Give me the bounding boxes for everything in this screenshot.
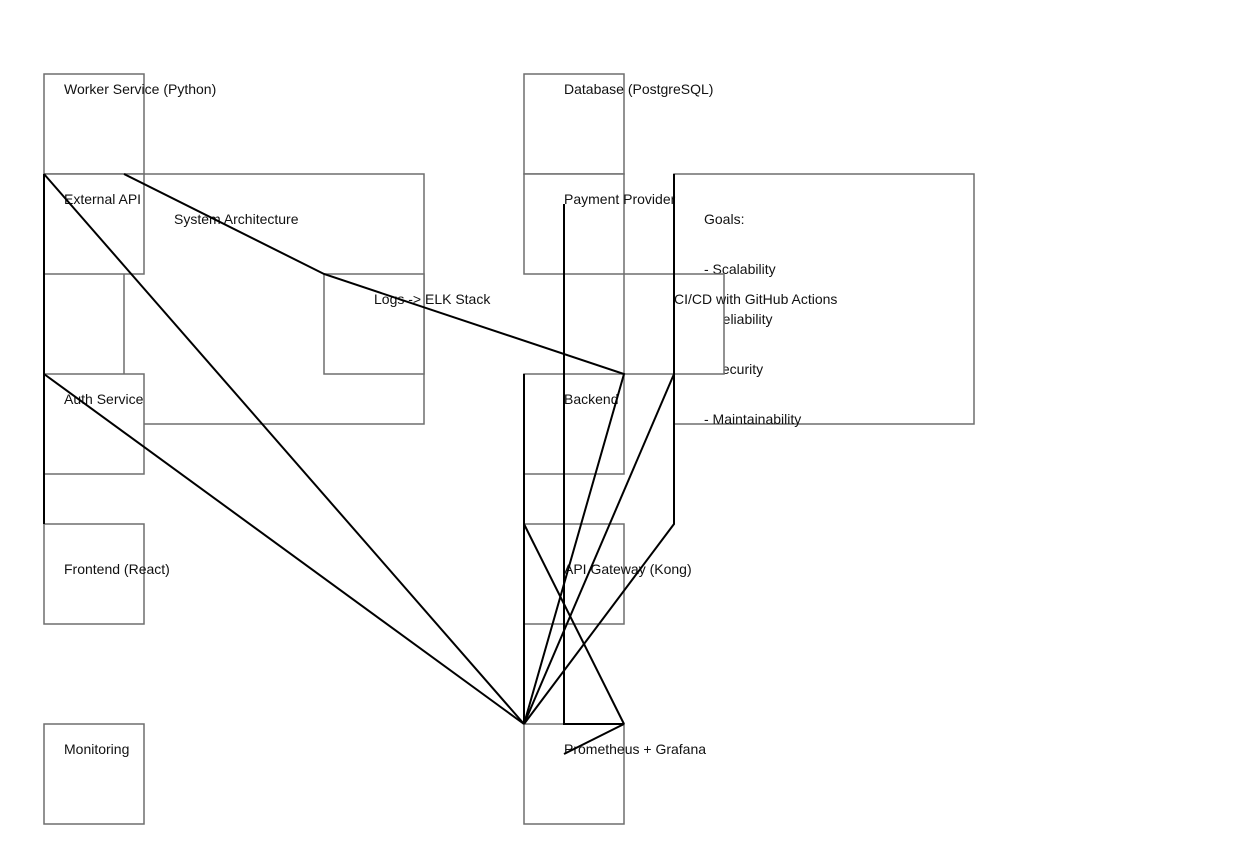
node-box <box>43 523 145 625</box>
node-label: CI/CD with GitHub Actions <box>674 291 837 307</box>
node-label: System Architecture <box>174 211 299 227</box>
edge[interactable] <box>43 173 525 725</box>
node-label: Logs -> ELK Stack <box>374 291 491 307</box>
node-box <box>43 173 145 275</box>
node-label: Auth Service <box>64 391 144 407</box>
node-prometheus-grafana[interactable]: Prometheus + Grafana <box>523 723 706 825</box>
node-label: Payment Provider <box>564 191 676 207</box>
node-worker-service[interactable]: Worker Service (Python) <box>43 73 216 175</box>
node-box <box>43 723 145 825</box>
node-label: Frontend (React) <box>64 561 170 577</box>
node-label: API Gateway (Kong) <box>564 561 692 577</box>
node-logs-elk[interactable]: Logs -> ELK Stack <box>323 273 491 375</box>
node-payment-provider[interactable]: Payment Provider <box>523 173 676 275</box>
node-label: Database (PostgreSQL) <box>564 81 713 97</box>
edge[interactable] <box>523 523 625 725</box>
node-label: External API <box>64 191 141 207</box>
edge[interactable] <box>563 204 625 755</box>
node-box <box>323 273 425 375</box>
edge[interactable] <box>523 373 675 725</box>
goals-heading: Goals: <box>704 211 744 227</box>
node-box <box>43 373 145 475</box>
node-label: Prometheus + Grafana <box>564 741 706 757</box>
edge[interactable] <box>523 174 675 725</box>
node-frontend[interactable]: Frontend (React) <box>43 523 170 625</box>
node-label: Worker Service (Python) <box>64 81 216 97</box>
node-label: Backend <box>564 391 618 407</box>
node-box <box>523 173 625 275</box>
node-box <box>523 73 625 175</box>
node-auth-service[interactable]: Auth Service <box>43 373 145 475</box>
edges <box>43 173 675 755</box>
node-label: Monitoring <box>64 741 129 757</box>
node-box <box>523 723 625 825</box>
edge[interactable] <box>123 173 626 725</box>
edge[interactable] <box>43 373 525 725</box>
goal-item: - Maintainability <box>704 411 801 427</box>
node-monitoring[interactable]: Monitoring <box>43 723 145 825</box>
goal-item: - Scalability <box>704 261 776 277</box>
node-database[interactable]: Database (PostgreSQL) <box>523 73 713 175</box>
node-external-api[interactable]: External API <box>43 173 145 275</box>
